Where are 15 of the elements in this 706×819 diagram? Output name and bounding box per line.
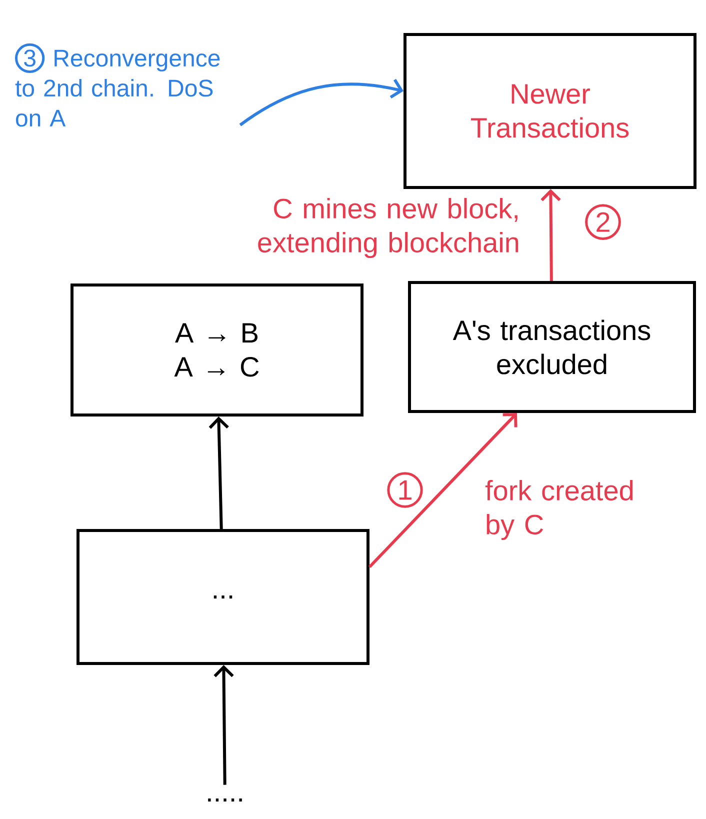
block-box: A's transactions excluded bbox=[408, 281, 696, 413]
step-number: 1 bbox=[387, 472, 423, 508]
block-box: Newer Transactions bbox=[404, 33, 696, 189]
annotation-text: C mines new block, extending blockchain bbox=[258, 198, 518, 258]
arrow bbox=[239, 78, 404, 126]
arrow bbox=[368, 413, 518, 568]
arrow bbox=[214, 665, 234, 785]
annotation-text: fork created by C bbox=[485, 480, 633, 540]
block-box: A → B A → C bbox=[70, 284, 364, 416]
arrow bbox=[208, 416, 229, 530]
annotation-text: 3 Reconvergence to 2nd chain. DoS on A bbox=[15, 43, 220, 127]
step-number: 2 bbox=[585, 204, 621, 240]
ellipsis-text: ..... bbox=[208, 798, 242, 802]
block-box: ... bbox=[76, 529, 370, 665]
arrow bbox=[540, 189, 561, 282]
